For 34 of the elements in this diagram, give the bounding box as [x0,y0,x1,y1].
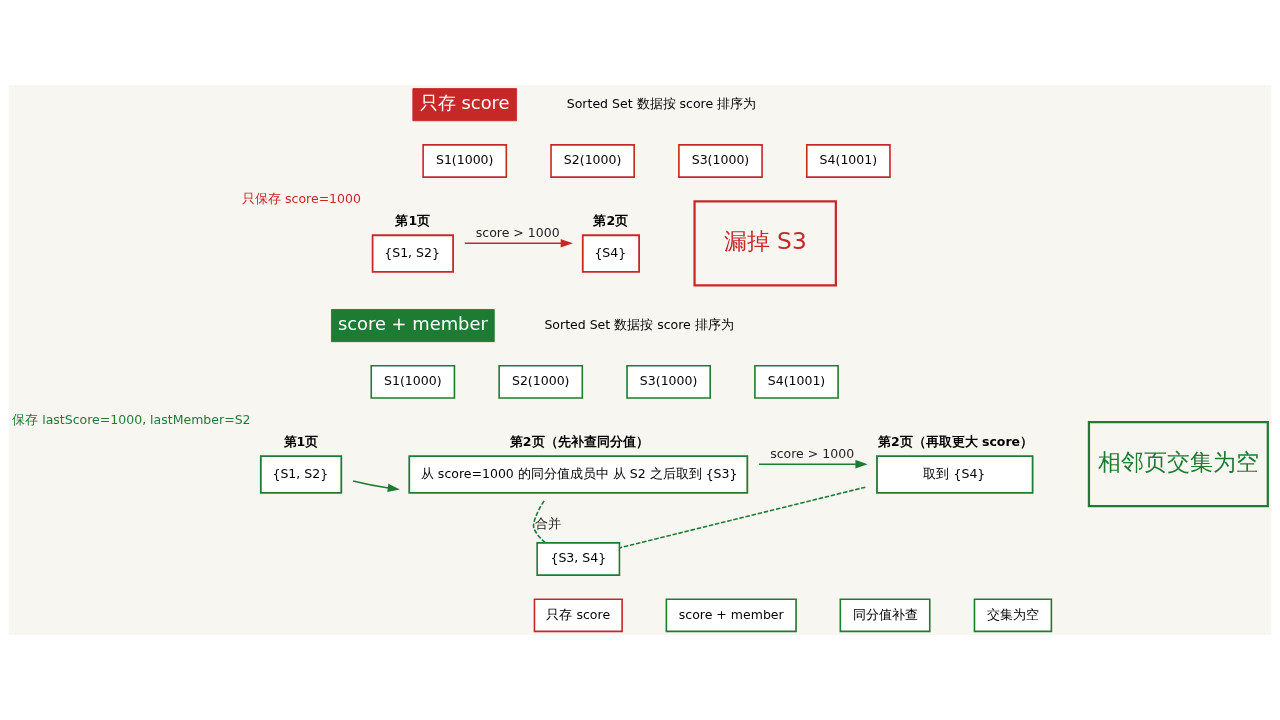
node-label: 只保存 score=1000 [242,191,361,207]
edge-label: score > 1000 [770,446,855,462]
node-label: 第1页 [283,433,319,449]
edge-label: 合并 [535,515,562,531]
node-label: 第1页 [395,212,431,228]
node-box: 同分值补查 [839,598,931,633]
node-box: S4(1001) [754,365,839,399]
node-box: S2(1000) [550,144,635,178]
node-box: score + member [331,309,495,343]
arrow [463,239,573,248]
label: Sorted Set 数据按 score 排序为 [544,316,734,332]
node-box: 交集为空 [973,598,1053,633]
label: Sorted Set 数据按 score 排序为 [566,95,757,111]
node-box: S3(1000) [678,144,763,178]
node-label: 第2页（先补查同分值） [509,433,649,449]
node-box: S1(1000) [370,365,456,399]
node-box: 只存 score [412,88,518,122]
node-label: 保存 lastScore=1000, lastMember=S2 [12,412,251,428]
arrow [352,480,400,493]
connector [532,500,547,544]
node-label: 第2页 [593,212,629,228]
node-box: 漏掉 S3 [693,200,837,287]
node-box: 相邻页交集为空 [1087,421,1269,508]
node-box: S4(1001) [806,144,891,178]
node-box: S1(1000) [422,144,508,178]
node-box: S2(1000) [498,365,584,399]
node-box: 只存 score [533,598,623,633]
edge-label: score > 1000 [475,225,560,241]
node-box: score + member [665,598,797,633]
node-box: S3(1000) [626,365,711,399]
arrow [758,459,868,469]
connector [618,486,867,549]
node-label: 第2页（再取更大 score） [877,433,1034,449]
node-box: {S3, S4} [536,542,621,576]
